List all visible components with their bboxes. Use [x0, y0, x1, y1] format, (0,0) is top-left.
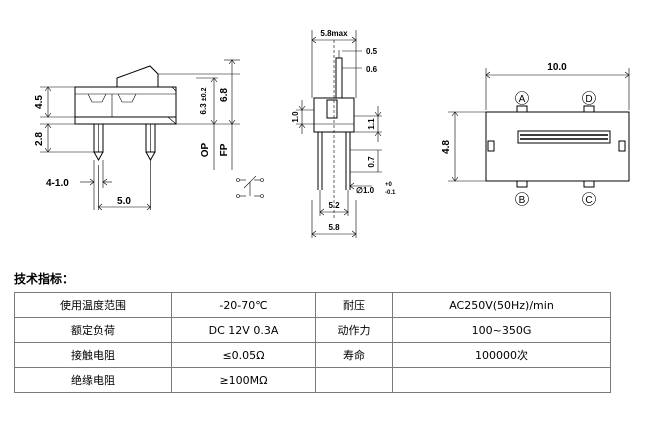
terminal-label-c: C [585, 195, 592, 206]
table-row: 绝缘电阻 ≥100MΩ [14, 367, 611, 393]
spec-value: ≥100MΩ [171, 367, 316, 393]
dim-length: 10.0 [547, 62, 567, 73]
dim-actuator-a: 0.5 [366, 47, 378, 56]
spec-table: 使用温度范围 -20-70℃ 耐压 AC250V(50Hz)/min 额定负荷 … [14, 292, 611, 393]
table-row: 使用温度范围 -20-70℃ 耐压 AC250V(50Hz)/min [14, 292, 611, 318]
dim-pitch: 5.0 [117, 196, 131, 207]
label-op: OP [200, 142, 211, 157]
label-fp: FP [219, 143, 230, 156]
terminal-label-a: A [519, 94, 526, 105]
spec-value: DC 12V 0.3A [171, 317, 316, 343]
dim-pin-dia-tol-plus: +0 [385, 182, 393, 188]
spec-heading: 技术指标： [14, 272, 75, 286]
end-view: 5.8max 0.5 0.6 1.0 1.1 0. [291, 29, 396, 238]
table-row: 接触电阻 ≤0.05Ω 寿命 100000次 [14, 342, 611, 368]
dim-body-width: 5.8 [328, 223, 340, 232]
dim-height-left: 4.5 [34, 95, 45, 109]
spec-label: 动作力 [315, 317, 393, 343]
dim-max-width: 5.8max [320, 29, 348, 38]
switch-schematic-icon [236, 175, 264, 198]
spec-label [315, 367, 393, 393]
dim-pin-dia-tol-minus: -0.1 [385, 190, 396, 196]
spec-value: ≤0.05Ω [171, 342, 316, 368]
dim-width: 4.8 [441, 140, 452, 154]
spec-label: 额定负荷 [14, 317, 172, 343]
table-row: 额定负荷 DC 12V 0.3A 动作力 100~350G [14, 317, 611, 343]
top-view: 10.0 4.8 A D B C [441, 62, 630, 206]
dim-op-height: 6.3 ±0.2 [199, 87, 208, 114]
dim-step-a: 1.0 [291, 111, 300, 123]
spec-value [392, 367, 611, 393]
spec-label: 使用温度范围 [14, 292, 172, 318]
terminal-label-b: B [519, 195, 526, 206]
terminal-label-d: D [585, 94, 592, 105]
spec-label: 绝缘电阻 [14, 367, 172, 393]
dim-step-b: 1.1 [367, 118, 376, 130]
spec-value: AC250V(50Hz)/min [392, 292, 611, 318]
dim-pin-offset: 4-1.0 [46, 178, 69, 189]
dim-pin-left: 2.8 [34, 132, 45, 146]
side-view: 4.5 2.8 4-1.0 5.0 6.3 ±0.2 6. [34, 59, 264, 211]
spec-label: 接触电阻 [14, 342, 172, 368]
dim-pin-length: 0.7 [367, 156, 376, 168]
technical-drawing: 4.5 2.8 4-1.0 5.0 6.3 ±0.2 6. [34, 29, 630, 238]
spec-label: 寿命 [315, 342, 393, 368]
dim-pin-dia: ∅1.0 [356, 186, 375, 195]
dim-actuator-b: 0.6 [366, 65, 378, 74]
spec-value: 100000次 [392, 342, 611, 368]
spec-value: -20-70℃ [171, 292, 316, 318]
dim-pin-span: 5.2 [328, 201, 340, 210]
spec-value: 100~350G [392, 317, 611, 343]
spec-label: 耐压 [315, 292, 393, 318]
dim-fp-height: 6.8 [219, 88, 230, 102]
